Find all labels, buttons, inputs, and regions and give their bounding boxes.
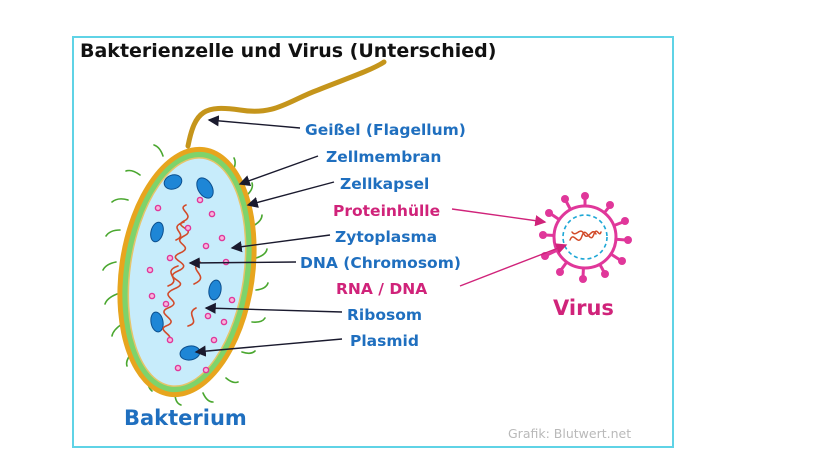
- callout-lines: [188, 115, 343, 357]
- label-zellkapsel: Zellkapsel: [340, 175, 429, 193]
- label-dna: DNA (Chromosom): [300, 254, 461, 272]
- label-plasmid: Plasmid: [350, 332, 419, 350]
- label-rna-dna: RNA / DNA: [336, 280, 427, 298]
- image-credit: Grafik: Blutwert.net: [508, 426, 632, 441]
- virus-callout-lines: [451, 208, 568, 287]
- bacteria-ribosomes: [146, 196, 236, 374]
- label-zellmembran: Zellmembran: [326, 148, 441, 166]
- bacteria-pili: [102, 144, 269, 406]
- flagellum-shape: [185, 59, 387, 149]
- diagram-title: Bakterienzelle und Virus (Unterschied): [80, 40, 497, 62]
- bacteria-dna: [162, 204, 202, 341]
- bakterium-label: Bakterium: [124, 406, 247, 430]
- label-proteinhuelle: Proteinhülle: [333, 202, 440, 220]
- virus-label: Virus: [553, 296, 614, 320]
- label-zytoplasma: Zytoplasma: [335, 228, 437, 246]
- label-ribosom: Ribosom: [347, 306, 422, 324]
- label-flagellum: Geißel (Flagellum): [305, 121, 466, 139]
- bacteria-plasmids: [150, 174, 222, 361]
- virus-shape: [539, 192, 632, 283]
